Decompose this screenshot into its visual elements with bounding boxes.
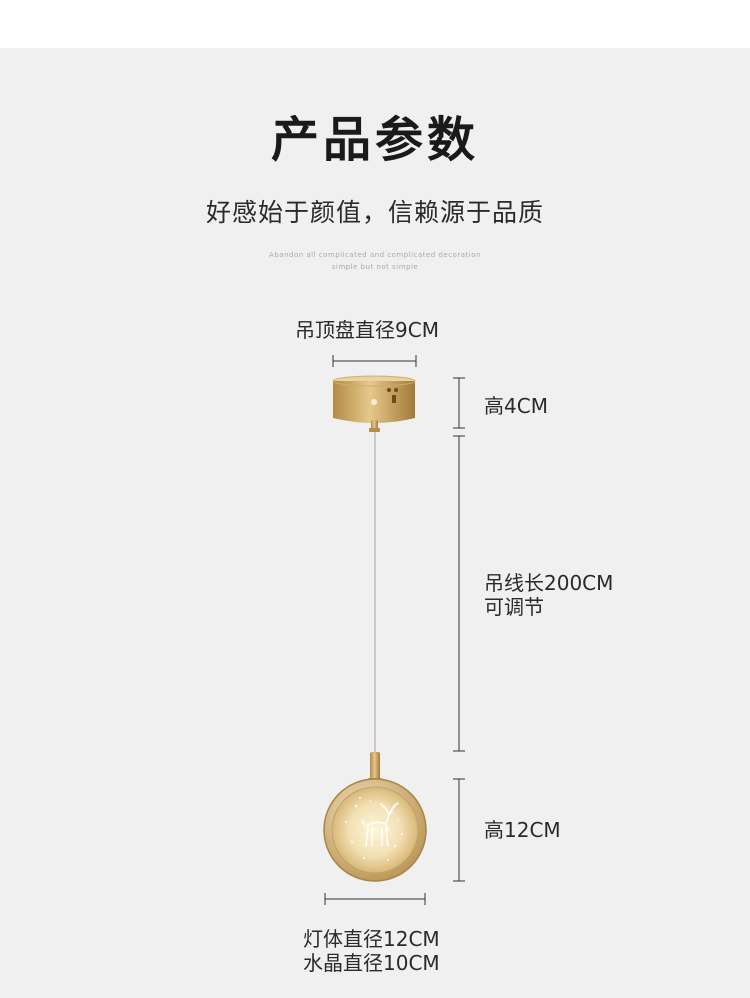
canopy-width-marker: [332, 355, 417, 367]
english-tagline-2: simple but not simple: [331, 263, 419, 271]
english-tagline-1: Abandon all complicated and complicated …: [269, 251, 481, 259]
bubble-sparkles: [345, 797, 403, 861]
lamp-body: [323, 778, 427, 882]
ceiling-canopy: [332, 375, 416, 423]
cable-connector-bottom: [368, 752, 382, 782]
canopy-diameter-label: 吊顶盘直径9CM: [295, 318, 439, 342]
lamp-height-label: 高12CM: [484, 818, 561, 842]
cable-length-marker: [453, 435, 465, 752]
page-title: 产品参数: [270, 112, 479, 168]
top-white-band: [0, 0, 750, 48]
deer-engraving-icon: [361, 802, 399, 847]
canopy-height-label: 高4CM: [484, 394, 548, 418]
cable-connector-top: [369, 420, 380, 432]
page-subtitle: 好感始于颜值，信赖源于品质: [205, 198, 544, 227]
lamp-width-marker: [324, 893, 426, 905]
lamp-diameter-label: 灯体直径12CM: [303, 927, 440, 951]
lamp-height-marker: [453, 778, 465, 882]
cable-adjustable-label: 可调节: [484, 595, 544, 619]
canopy-height-marker: [453, 377, 465, 429]
crystal-diameter-label: 水晶直径10CM: [303, 951, 440, 975]
cable-length-label: 吊线长200CM: [484, 571, 614, 595]
